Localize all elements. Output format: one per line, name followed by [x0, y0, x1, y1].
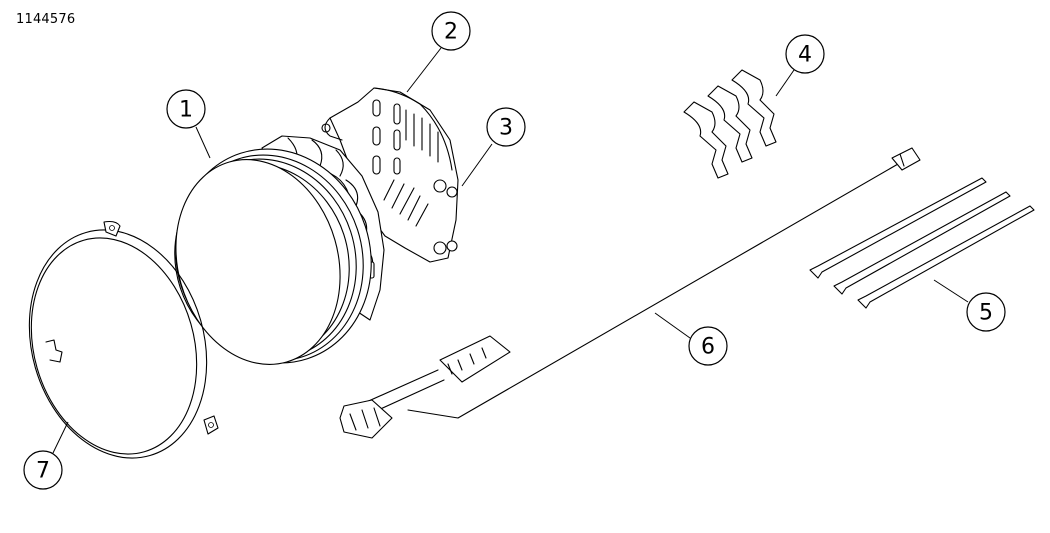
callout-7: 7: [23, 450, 63, 490]
callout-label: 2: [444, 20, 458, 45]
part-led-lamp: [174, 135, 458, 365]
callout-label: 4: [798, 43, 812, 68]
callout-label: 7: [36, 459, 50, 484]
part-clips: [683, 69, 777, 179]
callout-6: 6: [688, 326, 728, 366]
part-cable-ties: [809, 177, 1035, 309]
part-wiring-harness: [339, 147, 921, 439]
callout-2: 2: [431, 11, 471, 51]
callout-3: 3: [486, 107, 526, 147]
callout-5: 5: [966, 292, 1006, 332]
callout-label: 5: [979, 301, 993, 326]
callout-label: 3: [499, 116, 513, 141]
part-bracket: [321, 87, 459, 263]
callout-label: 6: [701, 335, 715, 360]
callout-1: 1: [166, 89, 206, 129]
callout-4: 4: [785, 34, 825, 74]
leader-lines: [52, 47, 969, 454]
callout-label: 1: [179, 98, 193, 123]
figure-id: 1144576: [16, 12, 76, 27]
part-retaining-ring: [28, 220, 219, 459]
